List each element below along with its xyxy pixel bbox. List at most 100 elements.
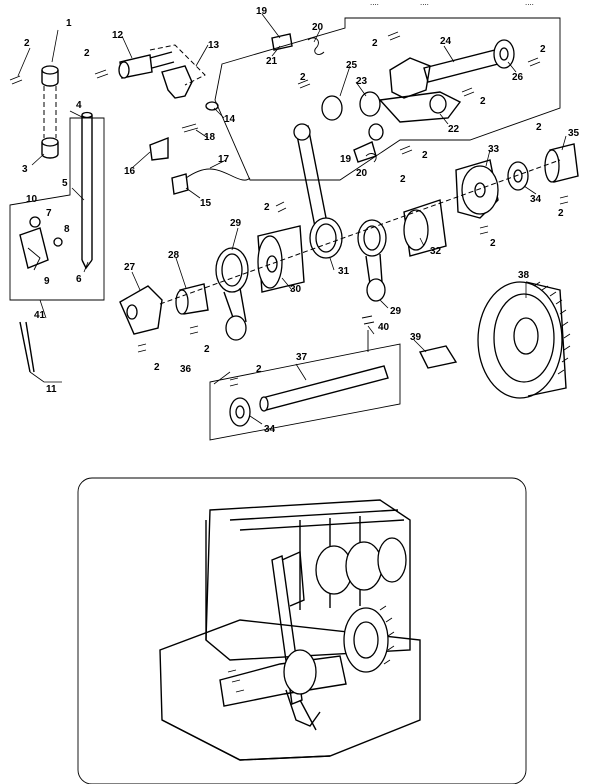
ring-29-bore	[221, 253, 243, 287]
collar-19	[271, 33, 293, 51]
label-38: 38	[518, 270, 530, 281]
spring-20b	[365, 153, 377, 163]
label-2-m: 2	[204, 344, 210, 355]
label-32: 32	[430, 246, 442, 257]
screw-upper-2c	[461, 87, 475, 97]
header-fragments: .... .... ....	[370, 0, 534, 7]
header-fragment-2: ....	[420, 0, 429, 7]
collar-19b	[353, 141, 377, 163]
label-2-h: 2	[536, 122, 542, 133]
label-34-b: 34	[264, 424, 276, 435]
machine-looper-assembly	[285, 689, 321, 731]
leader-37	[295, 363, 307, 381]
pulley-38-teeth	[533, 281, 571, 375]
screw-1	[9, 75, 23, 85]
machine-pulley-hub	[353, 621, 379, 659]
label-34: 34	[530, 194, 542, 205]
label-2-i: 2	[400, 174, 406, 185]
header-fragment-1: ....	[370, 0, 379, 7]
leader-34b	[249, 415, 263, 425]
label-15: 15	[200, 198, 212, 209]
machine-main-shaft	[219, 655, 347, 707]
bushing-dash-lines	[43, 86, 57, 138]
leader-1	[51, 29, 59, 63]
label-33: 33	[488, 144, 500, 155]
leader-2a	[17, 47, 31, 77]
leader-31	[329, 257, 335, 271]
cam-33-hole	[474, 182, 486, 198]
shaft-37	[261, 365, 389, 411]
part-labels: 1 2 3 4 5 6 7 8 9 10 11 12 2 13 14 15 16…	[22, 6, 580, 435]
cylinder-25	[321, 95, 343, 121]
part-group-27-31	[119, 123, 389, 353]
leader-17	[209, 159, 227, 169]
leader-25	[339, 65, 351, 97]
label-21: 21	[266, 56, 278, 67]
label-2-l: 2	[264, 202, 270, 213]
screw-right-2b	[559, 195, 569, 205]
label-19-b: 19	[340, 154, 352, 165]
ring-29b-bore	[363, 225, 381, 251]
leader-41	[39, 299, 47, 319]
screw-40	[361, 315, 375, 352]
link-22-eye	[429, 94, 447, 114]
leader-21	[271, 45, 281, 57]
label-2-f: 2	[480, 96, 486, 107]
label-26: 26	[512, 72, 524, 83]
leader-15	[185, 187, 201, 199]
label-3: 3	[22, 164, 28, 175]
label-37: 37	[296, 352, 308, 363]
screw-mid-2c	[137, 343, 147, 353]
label-24: 24	[440, 36, 452, 47]
arm-29b-eye	[366, 278, 386, 302]
label-2-c: 2	[300, 72, 306, 83]
wire-17	[185, 168, 251, 181]
spring-20	[307, 37, 325, 55]
screw-upper-2b	[297, 79, 311, 89]
machine-spool-2	[345, 541, 383, 591]
label-25: 25	[346, 60, 358, 71]
label-40: 40	[378, 322, 390, 333]
connector-15	[171, 173, 189, 195]
label-22: 22	[448, 124, 460, 135]
leader-30	[281, 277, 293, 291]
label-14: 14	[224, 114, 236, 125]
rod-4-end	[81, 111, 93, 119]
collar-34b-hole	[235, 405, 245, 419]
leader-23	[355, 81, 367, 97]
label-2-d: 2	[372, 38, 378, 49]
cylinder-23	[359, 91, 381, 117]
leader-19	[261, 13, 281, 39]
label-23: 23	[356, 76, 368, 87]
bush-23b	[368, 123, 384, 141]
leader-29	[231, 227, 239, 251]
shaft-12	[149, 51, 175, 69]
label-30: 30	[290, 284, 302, 295]
screw-right-2a	[479, 225, 489, 235]
main-shaft-axis	[159, 159, 561, 305]
label-6: 6	[76, 274, 82, 285]
leader-32	[419, 237, 425, 247]
label-9: 9	[44, 276, 50, 287]
label-20: 20	[312, 22, 324, 33]
label-17: 17	[218, 154, 230, 165]
eccentric-32-face	[403, 209, 429, 251]
screw-lower-2	[229, 377, 239, 387]
arm-29-eye	[225, 315, 247, 341]
bushing-top	[41, 65, 59, 75]
collar-34-hole	[513, 169, 523, 183]
leader-34	[523, 185, 537, 195]
cam-30-hole	[266, 255, 278, 273]
bushing2-top	[41, 137, 59, 147]
leader-5	[71, 187, 85, 201]
screw-12	[94, 69, 109, 79]
washer-8	[53, 237, 63, 247]
arm-29b	[365, 253, 383, 285]
leader-20	[313, 29, 321, 43]
part-group-12-18	[94, 35, 251, 199]
label-36: 36	[180, 364, 192, 375]
label-1: 1	[66, 18, 72, 29]
rod-31-small-end	[293, 123, 311, 141]
sleeve-35-face	[544, 149, 560, 183]
